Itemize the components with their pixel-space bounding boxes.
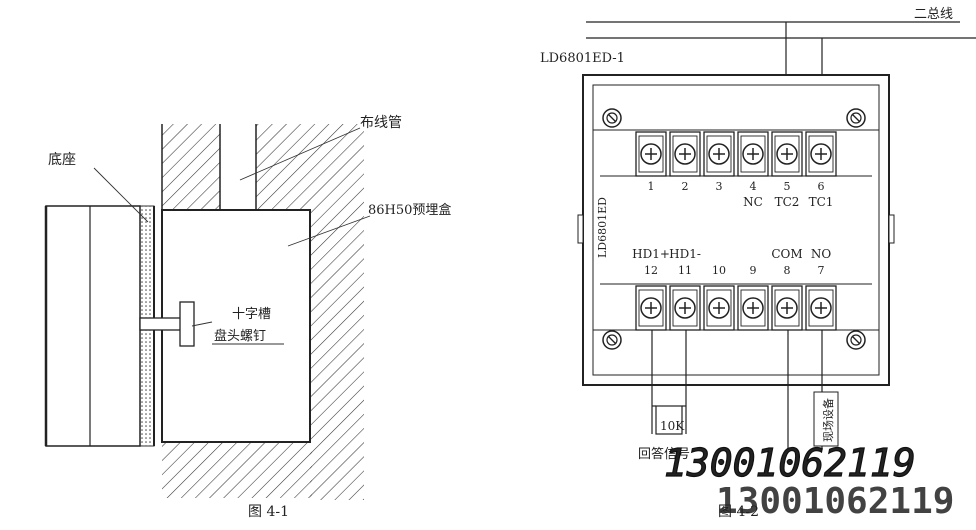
- mount-screw-icon: [846, 108, 866, 128]
- feedback-label: 回答信号: [638, 446, 690, 462]
- terminal-7: 7 NO: [805, 247, 837, 331]
- terminal-label: TC1: [809, 195, 834, 209]
- wall-hatch: [310, 210, 364, 500]
- figure-4-1: 底座 布线管 86H50预埋盒 十字槽 盘头螺钉 图 4-1: [44, 115, 451, 520]
- label-screw-2: 盘头螺钉: [214, 328, 266, 344]
- terminal-8: 8 COM: [771, 247, 803, 331]
- label-conduit: 布线管: [360, 115, 402, 131]
- terminal-label: NO: [811, 247, 832, 261]
- label-embedded-box: 86H50预埋盒: [368, 202, 451, 218]
- label-base: 底座: [48, 152, 76, 168]
- terminal-screw-icon: [742, 297, 764, 319]
- side-model-label: LD6801ED: [596, 197, 609, 258]
- terminal-screw-icon: [708, 143, 730, 165]
- terminal-screw-icon: [640, 297, 662, 319]
- terminal-number: 6: [818, 180, 825, 193]
- caption-4-1: 图 4-1: [248, 504, 289, 520]
- terminal-number: 10: [712, 264, 726, 277]
- terminal-3: 3: [703, 131, 735, 193]
- terminal-label: TC2: [775, 195, 800, 209]
- terminal-2: 2: [669, 131, 701, 193]
- figure-4-2: 二总线 LD6801ED-1: [540, 7, 976, 520]
- watermark-number: 13001062119: [664, 441, 916, 485]
- terminal-screw-icon: [742, 143, 764, 165]
- terminal-number: 7: [818, 264, 825, 277]
- terminal-number: 4: [750, 180, 757, 193]
- mount-screw-icon: [602, 330, 622, 350]
- terminal-11: 11 HD1-: [669, 247, 701, 331]
- terminal-screw-icon: [674, 297, 696, 319]
- wall-hatch: [256, 124, 364, 210]
- wall-hatch: [162, 124, 220, 210]
- terminal-screw-icon: [776, 297, 798, 319]
- terminal-number: 3: [716, 180, 723, 193]
- terminal-screw-icon: [776, 143, 798, 165]
- terminal-screw-icon: [640, 143, 662, 165]
- terminal-screw-icon: [810, 143, 832, 165]
- terminal-number: 9: [750, 264, 757, 277]
- screw: [139, 317, 185, 331]
- terminal-number: 1: [648, 180, 655, 193]
- terminal-label: HD1-: [669, 247, 701, 261]
- wall-hatch: [162, 442, 312, 498]
- terminal-number: 12: [644, 264, 658, 277]
- field-device-label: 现场设备: [821, 398, 835, 442]
- terminal-number: 2: [682, 180, 689, 193]
- mount-screw-icon: [846, 330, 866, 350]
- terminal-number: 11: [678, 264, 692, 277]
- terminal-12: 12 HD1+: [632, 247, 670, 331]
- terminal-label: COM: [771, 247, 802, 261]
- caption-4-2: 图 4-2: [718, 504, 759, 520]
- watermark-number: 13001062119: [716, 481, 954, 522]
- terminal-number: 8: [784, 264, 791, 277]
- module-front: [45, 205, 141, 447]
- label-screw-1: 十字槽: [232, 307, 271, 322]
- terminal-screw-icon: [810, 297, 832, 319]
- terminal-label: HD1+: [632, 247, 670, 261]
- terminal-9: 9: [737, 264, 769, 331]
- field-device: [813, 391, 839, 447]
- bus-label: 二总线: [914, 7, 953, 22]
- terminal-screw-icon: [708, 297, 730, 319]
- terminal-4: 4NC: [737, 131, 769, 209]
- mount-screw-icon: [602, 108, 622, 128]
- terminal-screw-icon: [674, 143, 696, 165]
- terminal-1: 1: [635, 131, 667, 193]
- model-label: LD6801ED-1: [540, 51, 625, 66]
- module-frame: [582, 74, 890, 386]
- terminal-label: NC: [743, 195, 763, 209]
- terminal-10: 10: [703, 264, 735, 331]
- resistor-label: 10K: [660, 419, 685, 433]
- bottom-terminal-block: 12 HD1+ 11 HD1- 10 9 8 COM 7 NO: [632, 247, 837, 331]
- resistor: [655, 405, 683, 435]
- terminal-number: 5: [784, 180, 791, 193]
